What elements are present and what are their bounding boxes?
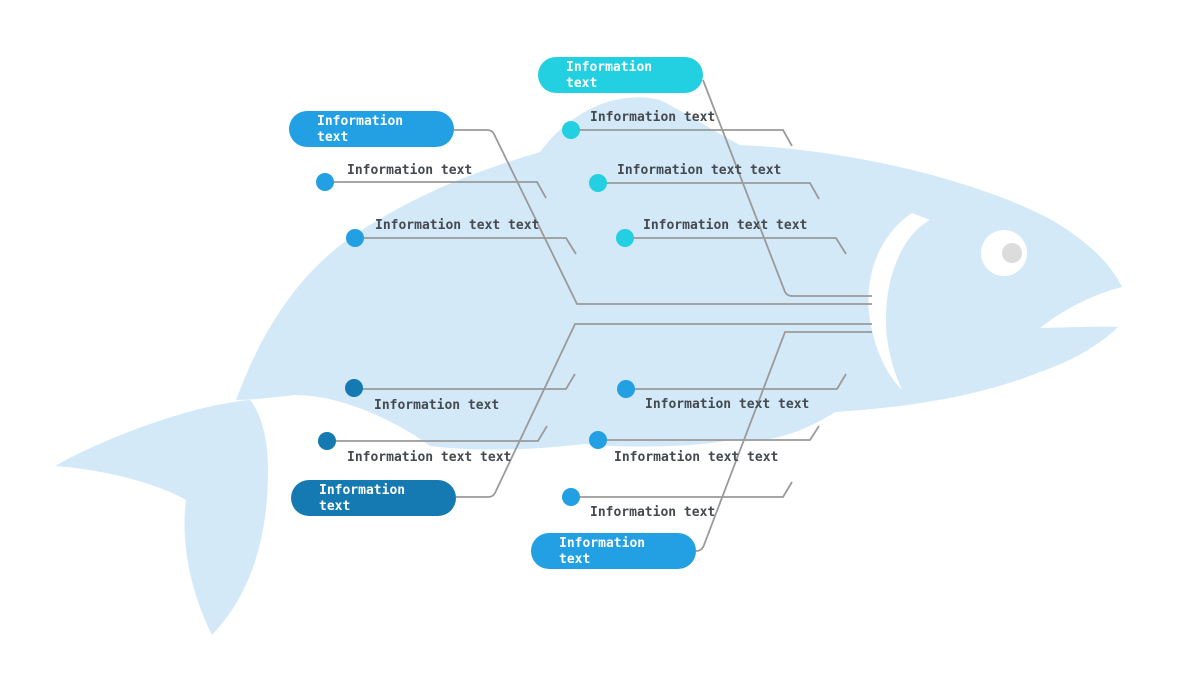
cause-dot-8 (617, 380, 635, 398)
category-pill-label: Information text (319, 483, 406, 514)
fish-tail (55, 400, 268, 635)
cause-line-8 (626, 373, 847, 390)
cause-label-8: Information text text (645, 397, 810, 412)
cause-label-5: Information text text (375, 218, 540, 233)
bone-line-category-top-right (702, 79, 872, 297)
cause-label-7: Information text text (347, 450, 512, 465)
cause-dot-5 (346, 229, 364, 247)
cause-dot-9 (589, 431, 607, 449)
cause-line-7 (327, 425, 548, 442)
cause-line-9 (598, 425, 820, 441)
cause-dot-4 (316, 173, 334, 191)
category-pill-top-left: Information text (289, 111, 454, 147)
cause-label-6: Information text (374, 398, 500, 413)
cause-line-1 (571, 129, 793, 147)
category-pill-label: Information text (559, 536, 646, 567)
bone-line-category-bottom-right (695, 331, 872, 552)
cause-label-2: Information text text (617, 163, 782, 178)
cause-label-3: Information text text (643, 218, 808, 233)
cause-line-5 (355, 237, 577, 255)
cause-dot-7 (318, 432, 336, 450)
cause-dot-1 (562, 121, 580, 139)
bone-line-category-top-left (454, 129, 872, 305)
category-pill-top-right: Information text (538, 57, 703, 93)
fish-silhouette (55, 97, 1122, 635)
cause-label-9: Information text text (614, 450, 779, 465)
category-pill-bottom-right: Information text (531, 533, 696, 569)
cause-line-6 (354, 373, 576, 390)
bone-line-category-bottom-left (456, 323, 872, 498)
cause-dot-6 (345, 379, 363, 397)
cause-label-4: Information text (347, 163, 473, 178)
category-pill-label: Information text (317, 114, 404, 145)
fishbone-lines (325, 79, 872, 552)
cause-dot-3 (616, 229, 634, 247)
cause-line-4 (325, 181, 547, 199)
cause-line-2 (598, 182, 820, 200)
cause-line-10 (571, 481, 793, 498)
cause-label-10: Information text (590, 505, 716, 520)
fish-pupil (1002, 243, 1022, 263)
cause-line-3 (625, 237, 847, 255)
fish-body (236, 97, 1122, 450)
cause-dot-10 (562, 488, 580, 506)
category-pill-bottom-left: Information text (291, 480, 456, 516)
category-pill-label: Information text (566, 60, 653, 91)
cause-dot-2 (589, 174, 607, 192)
fish-gill (868, 213, 930, 390)
cause-label-1: Information text (590, 110, 716, 125)
